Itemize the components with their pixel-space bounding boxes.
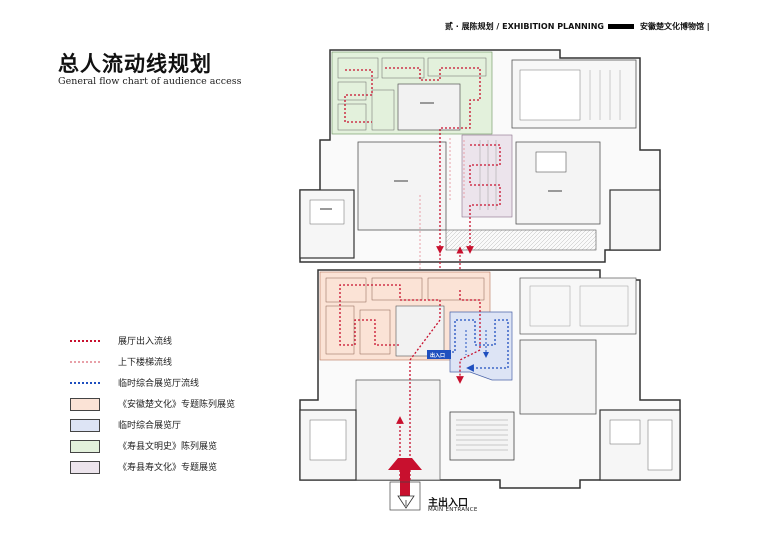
lower-auditorium (449, 411, 515, 461)
upper-exit-flow-line (344, 67, 481, 250)
main-entrance-arrow (388, 458, 422, 511)
upper-central-hall (397, 83, 461, 131)
legend-line-swatch (70, 361, 100, 363)
header-museum-name: 安徽楚文化博物馆 | (640, 22, 710, 31)
legend-item: 临时综合展览厅流线 (70, 376, 270, 390)
legend-line-swatch (70, 382, 100, 384)
legend-label: 《安徽楚文化》专题陈列展览 (118, 400, 236, 410)
lower-large-hall-right (519, 339, 597, 415)
page-subtitle: General flow chart of audience access (58, 76, 242, 87)
legend-label: 上下楼梯流线 (118, 358, 173, 368)
legend-item: 《寿县文明史》陈列展览 (70, 439, 270, 453)
legend-item: 上下楼梯流线 (70, 355, 270, 369)
legend-item: 《安徽楚文化》专题陈列展览 (70, 397, 270, 411)
legend-label: 展厅出入流线 (118, 337, 173, 347)
upper-right-wing (609, 189, 661, 251)
header-section-label: 贰 · 展陈规划 / EXHIBITION PLANNING (445, 22, 604, 31)
zone-shouxian-culture (461, 134, 513, 218)
zone-temporary-exhibition (449, 311, 513, 381)
lower-floor-plan: 出入口 (299, 269, 681, 489)
lower-right-block (519, 277, 637, 335)
main-entrance-label-en: MAIN ENTRANCE (428, 507, 478, 513)
legend-item: 《寿县寿文化》专题展览 (70, 460, 270, 474)
legend-box-swatch (70, 461, 100, 474)
lower-temp-flow-line (428, 319, 509, 372)
legend-label: 临时综合展览厅流线 (118, 379, 200, 389)
lower-exit-flow-line (339, 284, 481, 480)
secondary-entrance-label: 出入口 (430, 352, 445, 359)
upper-stair-flow-line (449, 138, 465, 200)
legend-label: 《寿县文明史》陈列展览 (118, 442, 218, 452)
legend-box-swatch (70, 398, 100, 411)
lower-central-void (395, 305, 445, 357)
upper-floor-plan (299, 49, 661, 263)
legend-item: 展厅出入流线 (70, 334, 270, 348)
secondary-entrance-badge (427, 350, 451, 359)
legend-box-swatch (70, 419, 100, 432)
header-divider-bar (608, 24, 634, 29)
legend-item: 临时综合展览厅 (70, 418, 270, 432)
legend-box-swatch (70, 440, 100, 453)
main-entrance-label: 主出入口 (428, 498, 468, 509)
legend-line-swatch (70, 340, 100, 342)
page-title: 总人流动线规划 (58, 52, 212, 76)
upper-bottom-corridor (445, 229, 597, 251)
legend-label: 《寿县寿文化》专题展览 (118, 463, 218, 473)
upper-large-hall-left (357, 141, 447, 231)
legend-label: 临时综合展览厅 (118, 421, 182, 431)
